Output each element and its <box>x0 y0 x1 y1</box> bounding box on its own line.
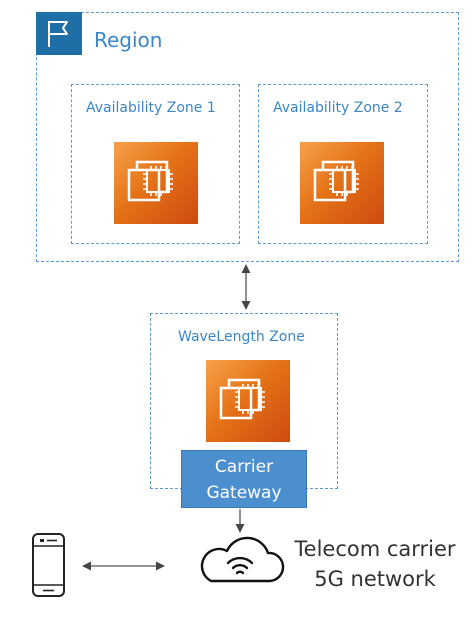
5g-network-label: 5G network <box>314 567 436 591</box>
availability-zone-2 <box>258 84 428 244</box>
ec2-instance-icon <box>114 142 198 224</box>
wavelength-zone-label: WaveLength Zone <box>178 329 305 345</box>
availability-zone-1-label: Availability Zone 1 <box>86 100 216 116</box>
carrier-gateway-label-line1: Carrier <box>214 457 274 477</box>
availability-zone-1 <box>71 84 240 244</box>
region-label: Region <box>94 28 163 52</box>
cloud-wifi-icon <box>200 536 285 583</box>
carrier-gateway-label-line2: Gateway <box>206 483 282 503</box>
flag-icon <box>36 12 82 55</box>
telecom-carrier-label: Telecom carrier <box>294 537 456 561</box>
region-boundary <box>36 12 459 262</box>
mobile-phone-icon <box>32 533 65 597</box>
ec2-instance-icon <box>300 142 384 224</box>
availability-zone-2-label: Availability Zone 2 <box>273 100 403 116</box>
ec2-instance-icon <box>206 360 290 442</box>
carrier-gateway: Carrier Gateway <box>181 450 307 508</box>
